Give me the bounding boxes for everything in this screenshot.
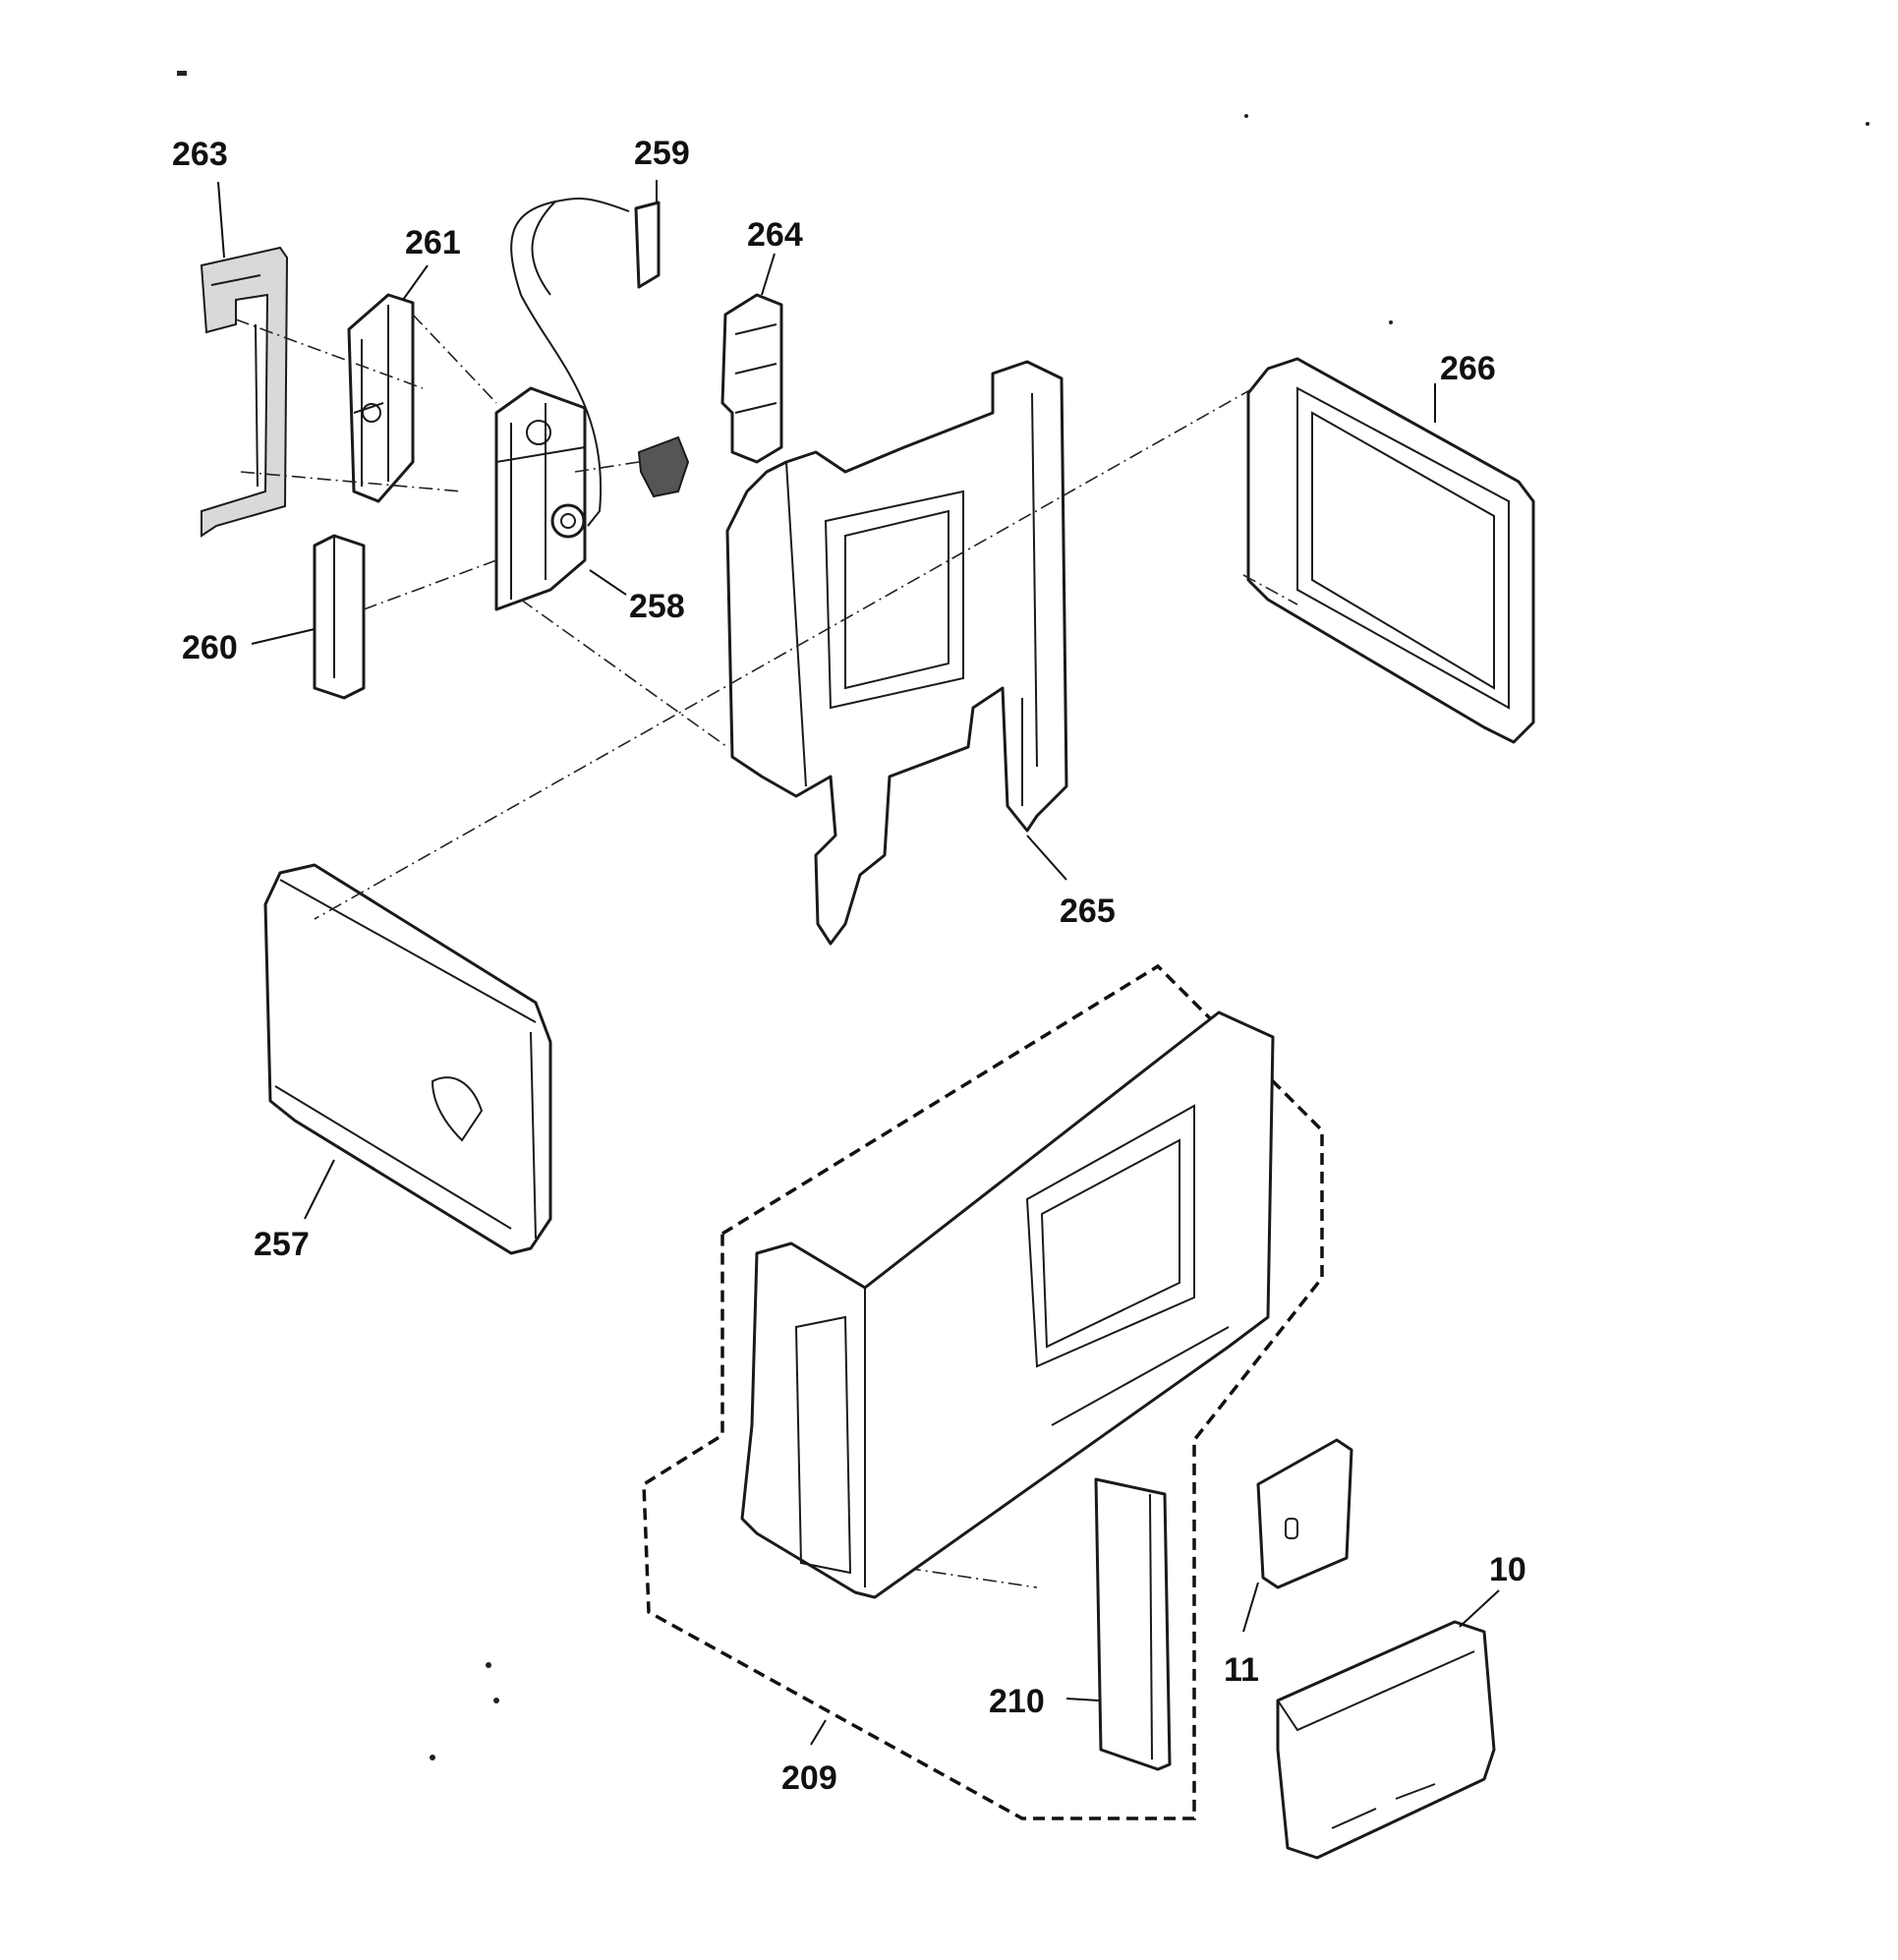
part-261-slide-bracket <box>347 293 415 503</box>
part-259-flex-cable <box>510 198 661 527</box>
callout-labels: 263 261 259 264 266 258 260 265 257 10 1… <box>172 135 1526 1797</box>
part-265-main-frame <box>725 360 1068 946</box>
part-257-lcd-cover <box>263 863 552 1255</box>
part-258-hinge-assembly <box>494 386 587 611</box>
callout-10: 10 <box>1489 1551 1526 1588</box>
callout-210: 210 <box>989 1683 1045 1720</box>
callout-266: 266 <box>1440 350 1496 387</box>
part-266-rear-frame <box>1246 357 1535 744</box>
callout-260: 260 <box>182 629 238 666</box>
callout-261: 261 <box>405 224 461 261</box>
callout-209: 209 <box>781 1759 837 1797</box>
callout-257: 257 <box>254 1226 310 1263</box>
callout-leaders <box>217 180 1500 1746</box>
callout-263: 263 <box>172 136 228 173</box>
part-11-terminal-cover <box>1256 1438 1353 1589</box>
scan-specks <box>177 71 1869 1760</box>
callout-258: 258 <box>629 588 685 625</box>
part-209-assembly-group <box>642 963 1324 1820</box>
part-260-cover-strip <box>313 534 366 700</box>
part-264-mount-bracket <box>637 293 783 498</box>
callout-11: 11 <box>1224 1651 1259 1689</box>
callout-265: 265 <box>1060 893 1116 930</box>
part-210-slim-cover <box>1094 1477 1172 1771</box>
part-263-bracket <box>200 246 289 538</box>
callout-259: 259 <box>634 135 690 172</box>
part-10-battery-cover <box>1276 1620 1496 1860</box>
callout-264: 264 <box>747 216 803 254</box>
